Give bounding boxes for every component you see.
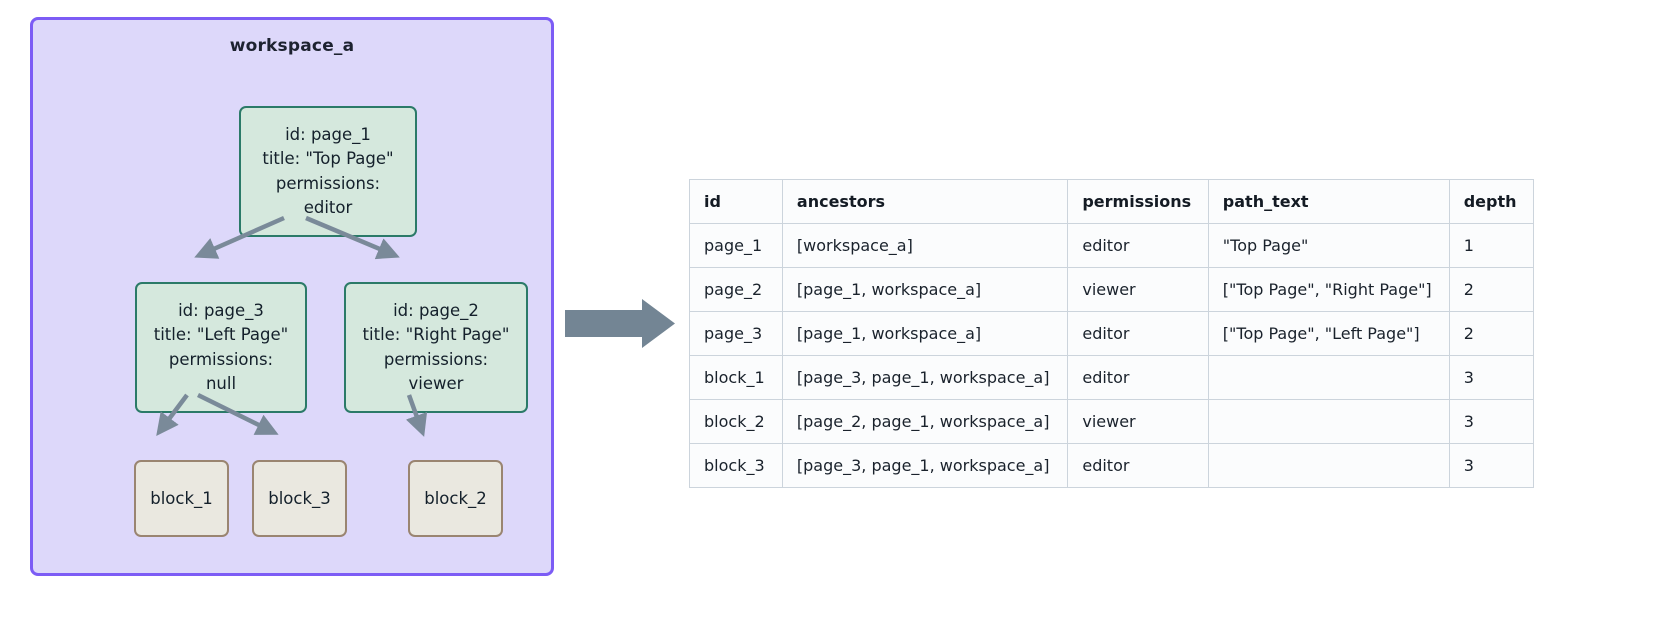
table-row: block_2 [page_2, page_1, workspace_a] vi…	[689, 399, 1535, 444]
node-page-1-title: title: "Top Page"	[262, 149, 394, 169]
node-page-2-id: id: page_2	[393, 301, 479, 320]
workspace-title: workspace_a	[229, 36, 355, 56]
node-page-1-id: id: page_1	[285, 125, 371, 144]
cell-path-text	[1207, 443, 1450, 488]
node-block-2: block_2	[408, 460, 503, 537]
cell-permissions: editor	[1067, 311, 1209, 356]
cell-ancestors: [page_3, page_1, workspace_a]	[781, 443, 1069, 488]
cell-permissions: viewer	[1067, 399, 1209, 444]
node-block-2-label: block_2	[424, 489, 487, 508]
node-page-2-title: title: "Right Page"	[362, 325, 510, 345]
cell-id: block_3	[689, 443, 783, 488]
cell-depth: 2	[1448, 267, 1535, 312]
table-header-row: id ancestors permissions path_text depth	[689, 179, 1535, 224]
cell-path-text	[1207, 399, 1450, 444]
workspace-panel: workspace_a id: page_1 title: "Top Page"…	[30, 17, 554, 576]
node-block-1-label: block_1	[150, 489, 213, 508]
cell-id: page_3	[689, 311, 783, 356]
node-page-2-permissions-value: viewer	[408, 373, 464, 393]
table-row: page_3 [page_1, workspace_a] editor ["To…	[689, 311, 1535, 356]
node-page-3-title: title: "Left Page"	[153, 325, 289, 345]
cell-ancestors: [page_1, workspace_a]	[781, 267, 1069, 312]
cell-depth: 1	[1448, 223, 1535, 268]
node-block-1: block_1	[134, 460, 229, 537]
cell-ancestors: [page_2, page_1, workspace_a]	[781, 399, 1069, 444]
column-header-ancestors: ancestors	[781, 179, 1069, 224]
cell-path-text: "Top Page"	[1207, 223, 1450, 268]
table-row: page_1 [workspace_a] editor "Top Page" 1	[689, 223, 1535, 268]
node-page-3-permissions-label: permissions:	[168, 349, 274, 369]
column-header-depth: depth	[1448, 179, 1535, 224]
result-table-container: id ancestors permissions path_text depth…	[689, 179, 1535, 488]
cell-path-text: ["Top Page", "Left Page"]	[1207, 311, 1450, 356]
node-page-3-id: id: page_3	[178, 301, 264, 320]
right-arrow-shape	[565, 299, 675, 348]
node-page-3: id: page_3 title: "Left Page" permission…	[135, 282, 307, 413]
column-header-id: id	[689, 179, 783, 224]
cell-permissions: editor	[1067, 223, 1209, 268]
node-page-1-permissions-label: permissions:	[275, 173, 381, 193]
cell-depth: 3	[1448, 355, 1535, 400]
cell-permissions: viewer	[1067, 267, 1209, 312]
cell-ancestors: [page_1, workspace_a]	[781, 311, 1069, 356]
node-block-3-label: block_3	[268, 489, 331, 508]
table-row: block_3 [page_3, page_1, workspace_a] ed…	[689, 443, 1535, 488]
node-page-1: id: page_1 title: "Top Page" permissions…	[239, 106, 417, 237]
cell-depth: 3	[1448, 399, 1535, 444]
node-page-1-permissions-value: editor	[303, 197, 353, 217]
cell-ancestors: [page_3, page_1, workspace_a]	[781, 355, 1069, 400]
cell-path-text: ["Top Page", "Right Page"]	[1207, 267, 1450, 312]
table-row: block_1 [page_3, page_1, workspace_a] ed…	[689, 355, 1535, 400]
cell-permissions: editor	[1067, 355, 1209, 400]
cell-permissions: editor	[1067, 443, 1209, 488]
result-table: id ancestors permissions path_text depth…	[689, 179, 1535, 488]
node-page-2-permissions-label: permissions:	[383, 349, 489, 369]
cell-id: page_1	[689, 223, 783, 268]
cell-depth: 2	[1448, 311, 1535, 356]
cell-ancestors: [workspace_a]	[781, 223, 1069, 268]
node-block-3: block_3	[252, 460, 347, 537]
node-page-3-permissions-value: null	[205, 373, 237, 393]
cell-id: block_2	[689, 399, 783, 444]
cell-id: block_1	[689, 355, 783, 400]
cell-path-text	[1207, 355, 1450, 400]
node-page-2: id: page_2 title: "Right Page" permissio…	[344, 282, 528, 413]
table-row: page_2 [page_1, workspace_a] viewer ["To…	[689, 267, 1535, 312]
right-arrow-icon	[565, 299, 675, 348]
cell-depth: 3	[1448, 443, 1535, 488]
column-header-permissions: permissions	[1067, 179, 1209, 224]
cell-id: page_2	[689, 267, 783, 312]
column-header-path-text: path_text	[1207, 179, 1450, 224]
